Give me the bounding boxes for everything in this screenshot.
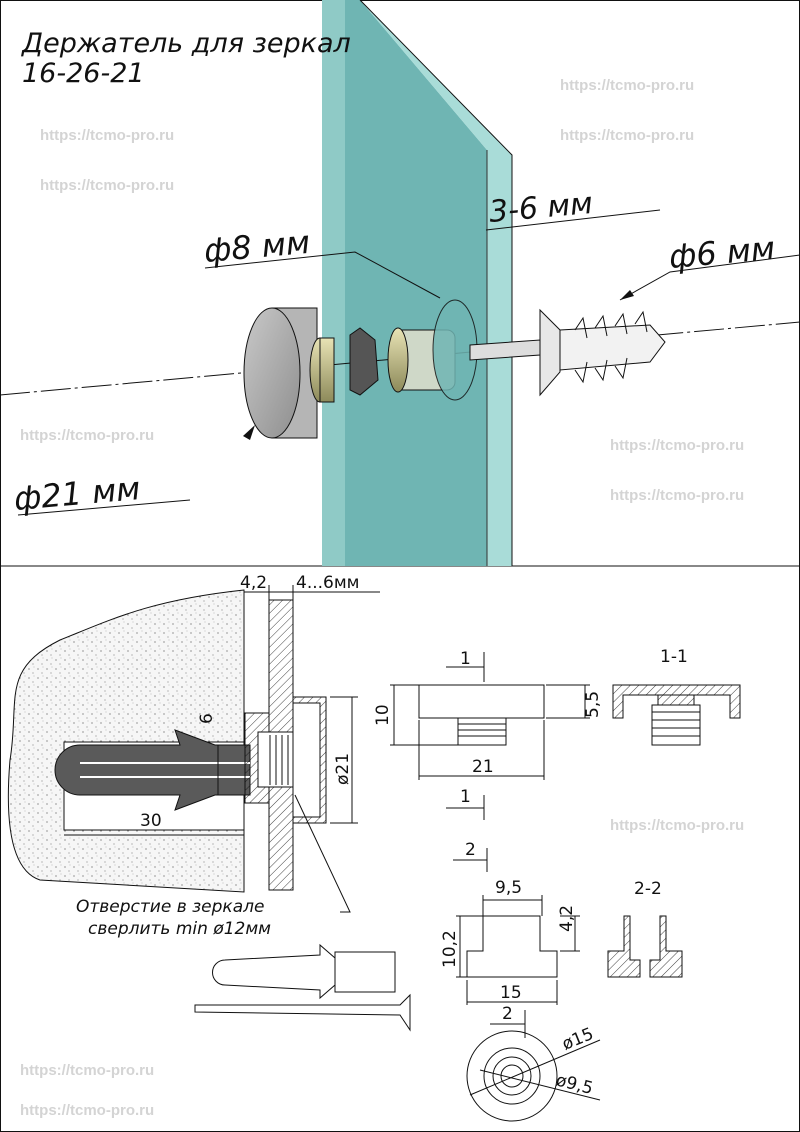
watermark-text: https://tcmo-pro.ru bbox=[560, 77, 694, 94]
cap-front-view: 1 1 10 21 5,5 bbox=[373, 649, 603, 820]
bushing-part bbox=[387, 299, 478, 401]
watermark-text: https://tcmo-pro.ru bbox=[560, 127, 694, 144]
bushing-front-view: 2 9,5 10,2 4,2 15 bbox=[440, 840, 580, 1005]
glass-front-face bbox=[322, 0, 487, 566]
section-2-2-label: 2-2 bbox=[634, 879, 662, 899]
cut-mark-2-bottom: 2 bbox=[502, 1004, 513, 1024]
dowel-and-nail bbox=[194, 943, 411, 1032]
screw bbox=[469, 308, 666, 397]
bushing-width: 15 bbox=[500, 983, 522, 1003]
glass-panel bbox=[322, 0, 513, 566]
hole-diameter-label: ф8 мм bbox=[202, 223, 311, 270]
bushing-height: 10,2 bbox=[440, 930, 460, 968]
axis-line bbox=[0, 321, 800, 396]
dim-depth: 30 bbox=[140, 811, 162, 831]
bushing-top-height: 4,2 bbox=[557, 905, 577, 932]
bushing-top-width: 9,5 bbox=[495, 878, 522, 898]
bushing-outer-diameter: ø15 bbox=[559, 1024, 596, 1055]
cap-section-1-1: 1-1 bbox=[612, 647, 741, 746]
cut-mark-1-top: 1 bbox=[460, 649, 471, 669]
dim-dowel: 6 bbox=[197, 713, 217, 724]
cut-mark-2-top: 2 bbox=[465, 840, 476, 860]
watermark-text: https://tcmo-pro.ru bbox=[20, 1062, 154, 1079]
cap-top-height: 5,5 bbox=[583, 691, 603, 718]
washer bbox=[349, 327, 379, 396]
watermark-text: https://tcmo-pro.ru bbox=[610, 817, 744, 834]
cap-height: 10 bbox=[373, 704, 393, 726]
watermark-text: https://tcmo-pro.ru bbox=[20, 427, 154, 444]
title-line-1: Держатель для зеркал bbox=[21, 28, 351, 59]
watermark-text: https://tcmo-pro.ru bbox=[610, 487, 744, 504]
section-1-1-label: 1-1 bbox=[660, 647, 688, 667]
screw-diameter-label: ф6 мм bbox=[667, 229, 776, 276]
bushing-top-view: 2 ø15 ø9,5 bbox=[466, 1004, 601, 1122]
watermark-text: https://tcmo-pro.ru bbox=[20, 1102, 154, 1119]
wall-section bbox=[7, 589, 245, 893]
note-line-1: Отверстие в зеркале bbox=[76, 897, 264, 917]
dim-spacer: 4,2 bbox=[240, 573, 267, 593]
watermark-text: https://tcmo-pro.ru bbox=[40, 127, 174, 144]
dim-cap-diameter: ø21 bbox=[333, 753, 353, 785]
cut-mark-1-bottom: 1 bbox=[460, 787, 471, 807]
glass-edge-face bbox=[360, 0, 512, 566]
watermarks: https://tcmo-pro.ru https://tcmo-pro.ru ht… bbox=[20, 77, 744, 1119]
bushing-section-2-2: 2-2 bbox=[607, 879, 683, 978]
watermark-text: https://tcmo-pro.ru bbox=[610, 437, 744, 454]
title-line-2: 16-26-21 bbox=[22, 58, 145, 89]
cap-part bbox=[243, 307, 335, 439]
cap-diameter-label: ф21 мм bbox=[12, 469, 141, 518]
cap-width: 21 bbox=[472, 757, 494, 777]
dowel-section bbox=[54, 729, 251, 811]
note-line-2: сверлить min ø12мм bbox=[88, 919, 271, 939]
dim-glass: 4...6мм bbox=[296, 573, 360, 593]
glass-left-strip bbox=[322, 0, 345, 566]
watermark-text: https://tcmo-pro.ru bbox=[40, 177, 174, 194]
bushing-inner-diameter: ø9,5 bbox=[554, 1070, 595, 1098]
